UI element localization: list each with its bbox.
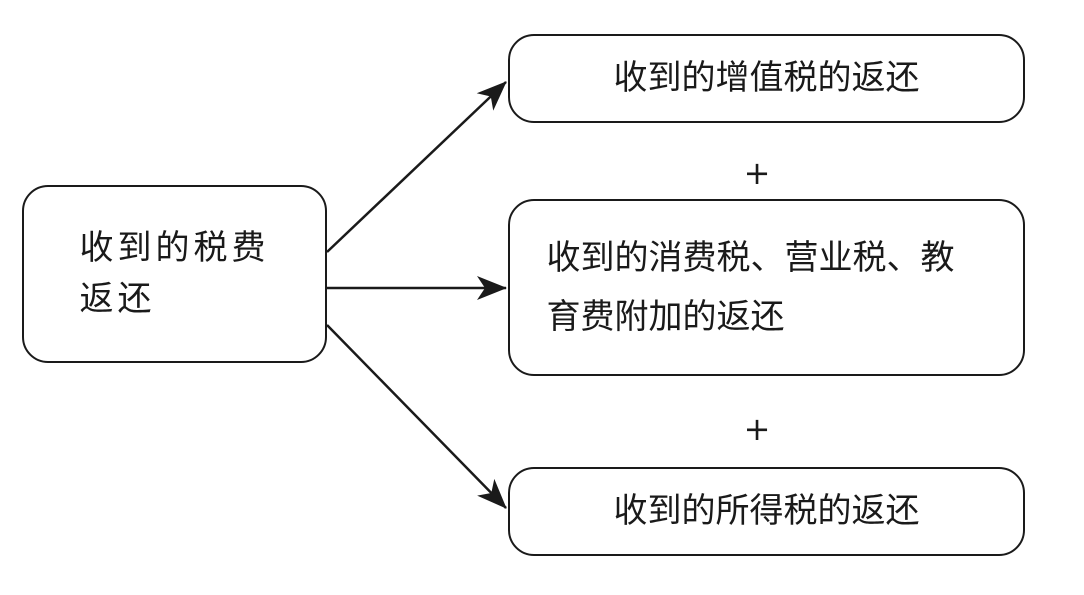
target-node-label: 收到的增值税的返还 (613, 58, 920, 98)
target-node-label: 收到的所得税的返还 (613, 491, 920, 531)
target-node-vat-refund: 收到的增值税的返还 (508, 34, 1025, 123)
arrow-to-vat-refund (326, 81, 507, 253)
source-node: 收到的税费返还 (22, 185, 327, 363)
plus-operator: + (743, 154, 771, 192)
source-node-label: 收到的税费返还 (79, 228, 270, 319)
target-node-consumption-tax-refund: 收到的消费税、营业税、教育费附加的返还 (508, 199, 1025, 376)
target-node-label: 收到的消费税、营业税、教育费附加的返还 (546, 238, 955, 337)
arrow-to-income-tax-refund (326, 324, 507, 509)
target-node-income-tax-refund: 收到的所得税的返还 (508, 467, 1025, 556)
plus-operator: + (743, 410, 771, 448)
